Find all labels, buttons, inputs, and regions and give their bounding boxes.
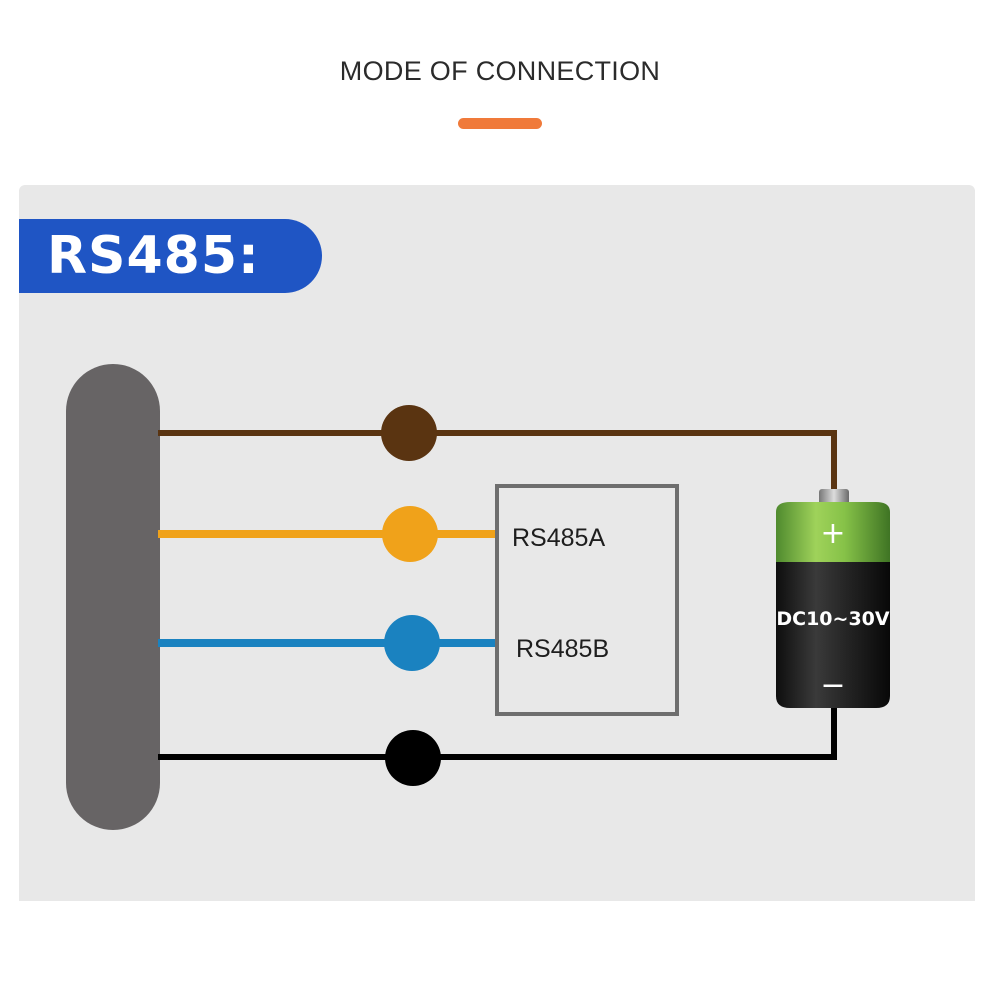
protocol-label-pill (19, 219, 322, 293)
page-title: MODE OF CONNECTION (339, 56, 661, 86)
orange-wire (158, 506, 497, 562)
blue-wire (158, 615, 497, 671)
brown-wire-node (381, 405, 437, 461)
battery: + DC10~30V − (776, 489, 890, 708)
protocol-label: RS485: (47, 226, 260, 286)
battery-plus-sign: + (820, 516, 845, 551)
brown-wire (158, 405, 837, 492)
blue-wire-node (384, 615, 440, 671)
battery-minus-sign: − (820, 668, 845, 703)
battery-negative-section (776, 562, 890, 708)
battery-positive-section (776, 502, 890, 562)
pin-a-label: RS485A (512, 524, 605, 552)
title-underline (458, 118, 542, 129)
battery-terminal (819, 489, 849, 505)
rs485-converter-box: RS485A RS485B (495, 484, 679, 716)
black-wire-node (385, 730, 441, 786)
pin-b-label: RS485B (516, 635, 609, 663)
battery-voltage-label: DC10~30V (776, 608, 890, 630)
orange-wire-node (382, 506, 438, 562)
black-wire (158, 705, 837, 786)
sensor-probe (66, 364, 160, 830)
